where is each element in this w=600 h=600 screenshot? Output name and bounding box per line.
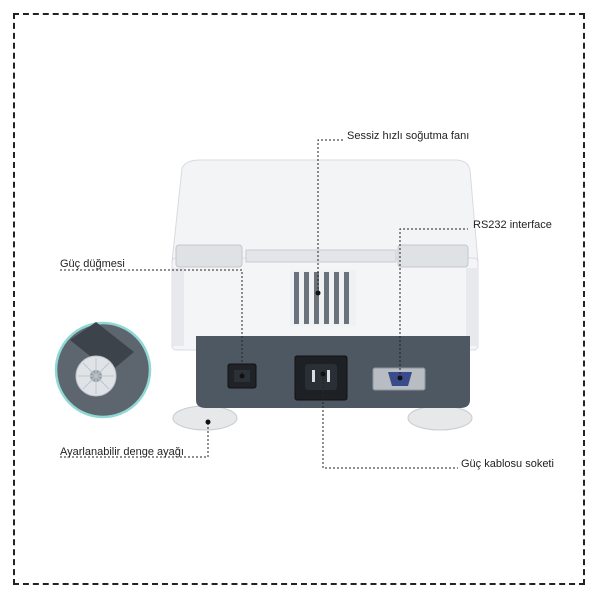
right-hinge <box>397 244 469 268</box>
right-foot <box>407 405 473 431</box>
fan-vent <box>290 270 356 326</box>
power-socket-label: Güç kablosu soketi <box>461 458 554 470</box>
fan-leader <box>317 139 345 293</box>
power-button-leader <box>60 269 243 376</box>
dashed-frame <box>13 13 585 585</box>
left-foot <box>172 405 238 431</box>
fan-label: Sessiz hızlı soğutma fanı <box>347 130 470 142</box>
rs232-label: RS232 interface <box>473 219 552 231</box>
hinge-bar <box>245 249 397 263</box>
left-hinge <box>175 244 243 268</box>
foot-label: Ayarlanabilir denge ayağı <box>60 446 184 458</box>
rs232-leader <box>399 228 468 378</box>
foot-detail-inset <box>54 321 152 419</box>
foot-leader <box>60 422 209 458</box>
socket-leader <box>322 374 458 469</box>
lid <box>171 159 479 263</box>
power-button-label: Güç düğmesi <box>60 258 125 270</box>
